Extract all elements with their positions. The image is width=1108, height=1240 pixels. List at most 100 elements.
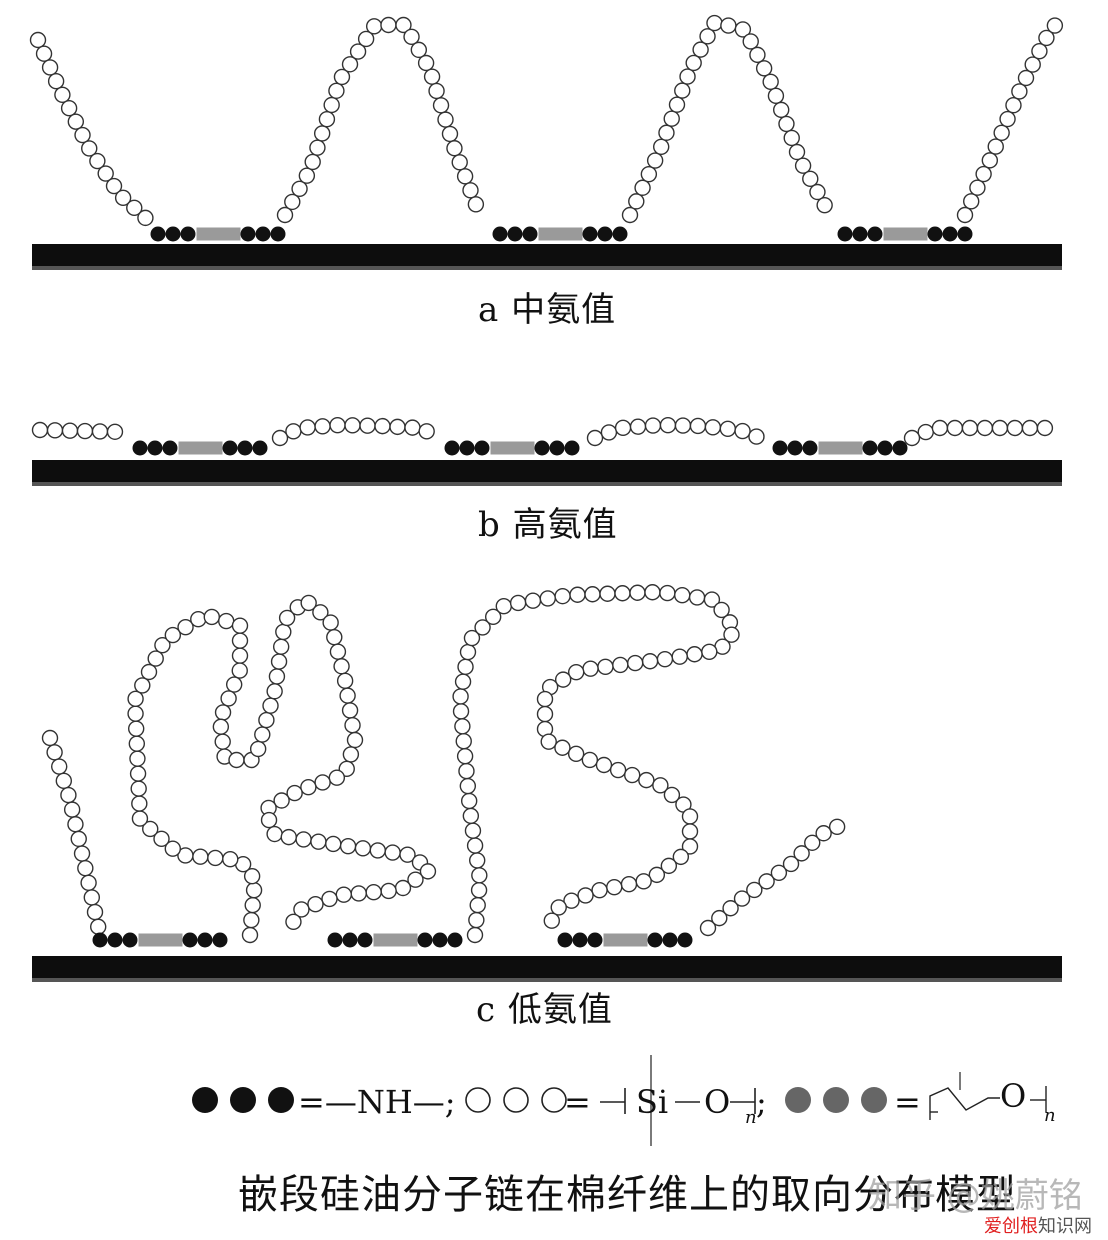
nh-bead	[212, 932, 228, 948]
nh-bead	[417, 932, 433, 948]
siloxane-bead	[280, 828, 297, 846]
siloxane-bead	[41, 729, 59, 747]
siloxane-bead	[689, 417, 707, 435]
siloxane-bead	[262, 697, 279, 714]
siloxane-bead	[29, 31, 47, 49]
siloxane-bead	[1036, 419, 1054, 437]
legend-nh-bead	[268, 1087, 294, 1113]
eo-segment	[603, 933, 620, 947]
chain-panel-a	[29, 14, 1064, 242]
nh-bead	[597, 226, 613, 242]
legend-o-text: O	[704, 1083, 731, 1121]
siloxane-bead	[828, 818, 846, 835]
siloxane-bead	[380, 16, 397, 34]
siloxane-bead	[437, 111, 454, 128]
legend-siloxane-bead	[503, 1087, 529, 1113]
fiber-surface-a	[32, 244, 1062, 268]
siloxane-bead	[976, 419, 994, 437]
siloxane-bead	[310, 833, 327, 850]
siloxane-bead	[341, 56, 359, 73]
siloxane-bead	[344, 717, 361, 734]
siloxane-bead	[782, 855, 800, 873]
nh-bead	[892, 440, 908, 456]
siloxane-bead	[203, 608, 220, 626]
siloxane-bead	[1005, 97, 1022, 114]
legend-nh-text: =—NH—;	[298, 1083, 456, 1121]
fiber-surface-b	[32, 460, 1062, 484]
siloxane-bead	[272, 638, 290, 655]
siloxane-bead	[681, 808, 699, 825]
siloxane-bead	[770, 864, 788, 881]
siloxane-bead	[742, 33, 759, 50]
siloxane-bead	[734, 21, 752, 38]
eo-segment	[206, 441, 223, 455]
siloxane-bead	[192, 848, 209, 865]
siloxane-bead	[333, 68, 351, 86]
siloxane-bead	[339, 687, 356, 704]
siloxane-bead	[309, 139, 326, 156]
siloxane-bead	[454, 673, 472, 690]
siloxane-bead	[314, 774, 331, 791]
eo-segment	[911, 227, 928, 241]
siloxane-bead	[153, 830, 170, 848]
siloxane-bead	[339, 837, 357, 855]
siloxane-bead	[931, 419, 949, 437]
nh-bead	[582, 226, 598, 242]
siloxane-bead	[90, 918, 107, 935]
siloxane-bead	[131, 795, 148, 812]
nh-bead	[222, 440, 238, 456]
siloxane-bead	[218, 612, 235, 630]
siloxane-bead	[638, 771, 655, 789]
eo-segment	[504, 441, 521, 455]
siloxane-bead	[114, 189, 132, 207]
nh-bead	[252, 440, 268, 456]
polymer-chains	[29, 14, 1064, 948]
nh-bead	[587, 932, 603, 948]
siloxane-bead	[207, 849, 224, 867]
nh-bead	[180, 226, 196, 242]
siloxane-bead	[452, 688, 469, 705]
siloxane-bead	[137, 209, 154, 227]
nh-bead	[327, 932, 343, 948]
siloxane-bead	[286, 784, 303, 802]
siloxane-bead	[365, 883, 382, 901]
siloxane-bead	[177, 847, 194, 864]
siloxane-bead	[471, 867, 488, 884]
siloxane-bead	[284, 193, 301, 211]
siloxane-bead	[228, 751, 245, 769]
siloxane-bead	[399, 846, 416, 863]
siloxane-bead	[341, 702, 359, 719]
siloxane-bead	[466, 837, 484, 854]
siloxane-bead	[671, 648, 688, 665]
siloxane-bead	[539, 590, 556, 607]
siloxane-bead	[344, 417, 361, 434]
nh-bead	[122, 932, 138, 948]
legend-eo-eq: =	[894, 1083, 921, 1121]
siloxane-bead	[276, 206, 294, 224]
eo-segment	[152, 933, 169, 947]
siloxane-bead	[648, 866, 666, 884]
siloxane-bead	[758, 873, 775, 890]
siloxane-bead	[804, 834, 821, 851]
nh-bead	[474, 440, 490, 456]
siloxane-bead	[249, 740, 267, 758]
siloxane-bead	[746, 881, 763, 899]
siloxane-bead	[550, 899, 567, 916]
siloxane-bead	[660, 857, 678, 875]
siloxane-bead	[89, 152, 106, 170]
siloxane-bead	[470, 881, 488, 899]
siloxane-bead	[469, 852, 486, 869]
siloxane-bead	[917, 423, 934, 441]
siloxane-bead	[335, 886, 352, 903]
siloxane-bead	[300, 779, 317, 796]
siloxane-bead	[349, 43, 367, 60]
siloxane-bead	[748, 428, 765, 445]
siloxane-bead	[46, 744, 63, 761]
nh-bead	[837, 226, 853, 242]
siloxane-bead	[254, 726, 271, 743]
legend-n-subscript: n	[745, 1107, 757, 1128]
nh-bead	[852, 226, 868, 242]
siloxane-bead	[243, 867, 261, 885]
siloxane-bead	[389, 418, 406, 436]
siloxane-bead	[641, 653, 659, 670]
